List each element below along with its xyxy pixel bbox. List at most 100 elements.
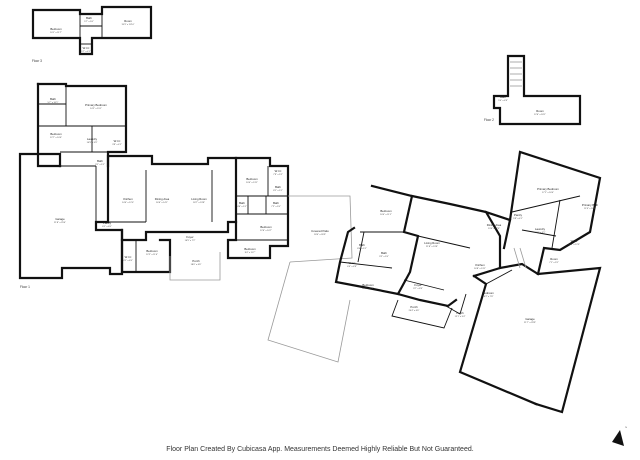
room-dimension: 10'0" x 11'1" — [380, 214, 392, 216]
stair-rail — [519, 247, 527, 269]
room-label: Primary Bath — [582, 203, 599, 207]
room-label: Living Room — [424, 241, 440, 245]
room-dimension: 5'7" x 10'1" — [48, 102, 59, 104]
room-label: Room — [536, 109, 544, 113]
room-label: Laundry — [535, 227, 546, 231]
room-dimension: 13'4" x 17'6" — [488, 228, 500, 230]
room-label: Room — [124, 19, 132, 23]
room-label: Primary Bedroom — [537, 187, 559, 191]
wall — [521, 229, 557, 237]
room-dimension: 6'5" x 4'9" — [347, 266, 357, 268]
room-dimension: 10'0" x 13'1" — [246, 182, 258, 184]
floor-2-label: Floor 2 — [484, 118, 494, 122]
room-dimension: 9'2" x 5'5" — [379, 256, 389, 258]
covered-patio-area: Covered Patio 18'0" x 26'9" — [267, 195, 353, 363]
wall — [396, 292, 458, 308]
room-label: Bedroom — [50, 27, 62, 31]
room-label: W.I.C — [275, 169, 282, 173]
room-dimension: 12'7" x 10'6" — [50, 137, 62, 139]
room-label: W.I.C — [571, 239, 578, 243]
wall — [511, 195, 581, 213]
room-dimension: 9'7" x 8'9" — [413, 288, 423, 290]
wall — [417, 235, 471, 249]
room-dimension: 10'1" x 11'7" — [50, 32, 62, 34]
core-walls — [94, 154, 238, 242]
room-dimension: 4'6" x 5'1" — [237, 206, 247, 208]
room-dimension: 10'0" x 6'1" — [535, 232, 546, 234]
room-dimension: 7'2" x 5'5" — [271, 206, 281, 208]
porch-outline — [169, 252, 221, 281]
room-label: Living Room — [191, 197, 207, 201]
room-dimension: 6'1" x 4'0" — [102, 226, 112, 228]
room-dimension: 14'2" x 15'1" — [90, 108, 102, 110]
room-dimension: 3'9" x 4'1" — [112, 144, 122, 146]
floor-2-outline — [492, 54, 582, 126]
floor-1-label: Floor 1 — [20, 285, 30, 289]
room-label: W.I.C — [349, 261, 356, 265]
wall — [485, 269, 513, 285]
room-dimension: 5'9" x 4'1" — [513, 218, 523, 220]
room-dimension: 18'0" x 26'9" — [314, 234, 326, 236]
room-label: Pantry — [103, 221, 112, 225]
room-dimension: 10'2" x 7'8" — [483, 296, 494, 298]
room-dimension: 10'5" x 5'9" — [87, 142, 98, 144]
room-dimension: 17'1" x 16'4" — [542, 192, 554, 194]
room-label: Primary Bedroom — [85, 103, 107, 107]
room-label: Garage — [55, 217, 65, 221]
room-label: Covered Patio — [311, 229, 329, 233]
garage-walls — [18, 152, 124, 280]
room-label: Bedroom — [146, 249, 158, 253]
room-label: W.I.C — [114, 139, 121, 143]
room-dimension: 21'7" x 29'9" — [524, 322, 536, 324]
room-dimension: 21'8" x 25'4" — [54, 222, 66, 224]
room-label: Kitchen — [123, 197, 133, 201]
room-dimension: 4'1" x 6'5" — [123, 260, 133, 262]
room-label: Dining Area — [487, 223, 502, 227]
room-dimension: 16'5" x 7'2" — [185, 240, 196, 242]
wall — [226, 156, 290, 260]
room-dimension: 21'8" x 19'8" — [426, 246, 438, 248]
room-dimension: 18'0" x 6'6" — [191, 264, 202, 266]
wall — [551, 199, 561, 249]
room-dimension: 11'4" x 11'9" — [362, 288, 374, 290]
room-dimension: 10'0" x 12'5" — [568, 244, 580, 246]
room-label: Bath — [381, 251, 387, 255]
room-label: Bedroom — [260, 225, 272, 229]
wall — [403, 279, 445, 291]
wall — [410, 194, 502, 278]
patio-outline — [288, 195, 353, 263]
room-dimension: 7'9" x 5'2" — [273, 174, 283, 176]
room-dimension: 16'6" x 14'1" — [156, 202, 168, 204]
room-dimension: 12'6" x 10'7" — [260, 230, 272, 232]
room-label: W.I.C — [83, 46, 90, 50]
room-label: Kitchen — [475, 263, 485, 267]
room-label: Porch — [410, 305, 418, 309]
wall — [498, 262, 602, 414]
room-dimension: 12'2" x 11'4" — [146, 254, 158, 256]
floor-3-label: Floor 3 — [32, 59, 42, 63]
room-dimension: 8'1" x 5'1" — [273, 190, 283, 192]
room-label: Porch — [456, 311, 464, 315]
room-dimension: 9'4" x 11'7" — [245, 252, 256, 254]
room-label: Bath — [273, 201, 279, 205]
garage-walls — [458, 274, 538, 406]
room-dimension: 12'1" x 5'4" — [455, 316, 466, 318]
room-label: Laundry — [87, 137, 98, 141]
north-arrow-icon: N — [612, 427, 627, 446]
room-label: Pantry — [514, 213, 523, 217]
room-dimension: 9'1" x 5'1" — [95, 164, 105, 166]
room-label: Foyer — [414, 283, 421, 287]
room-label: Bath — [86, 16, 92, 20]
room-label: Bath — [97, 159, 103, 163]
room-label: Foyer — [186, 235, 193, 239]
room-dimension: 12'6" x 18'1" — [534, 114, 546, 116]
room-label: Bedroom — [244, 247, 256, 251]
floor-2-plan: Room 12'6" x 18'1" Bath 5'0" x 4'9" Floo… — [484, 54, 582, 126]
room-dimension: 5'7" x 5'0" — [84, 21, 94, 23]
room-dimension: 20'4" x 6'6" — [409, 310, 420, 312]
floor-1-left-wing: Bath 5'7" x 10'1" Primary Bedroom 14'2" … — [18, 82, 290, 289]
room-label: Porch — [192, 259, 200, 263]
room-label: Bath — [239, 201, 245, 205]
